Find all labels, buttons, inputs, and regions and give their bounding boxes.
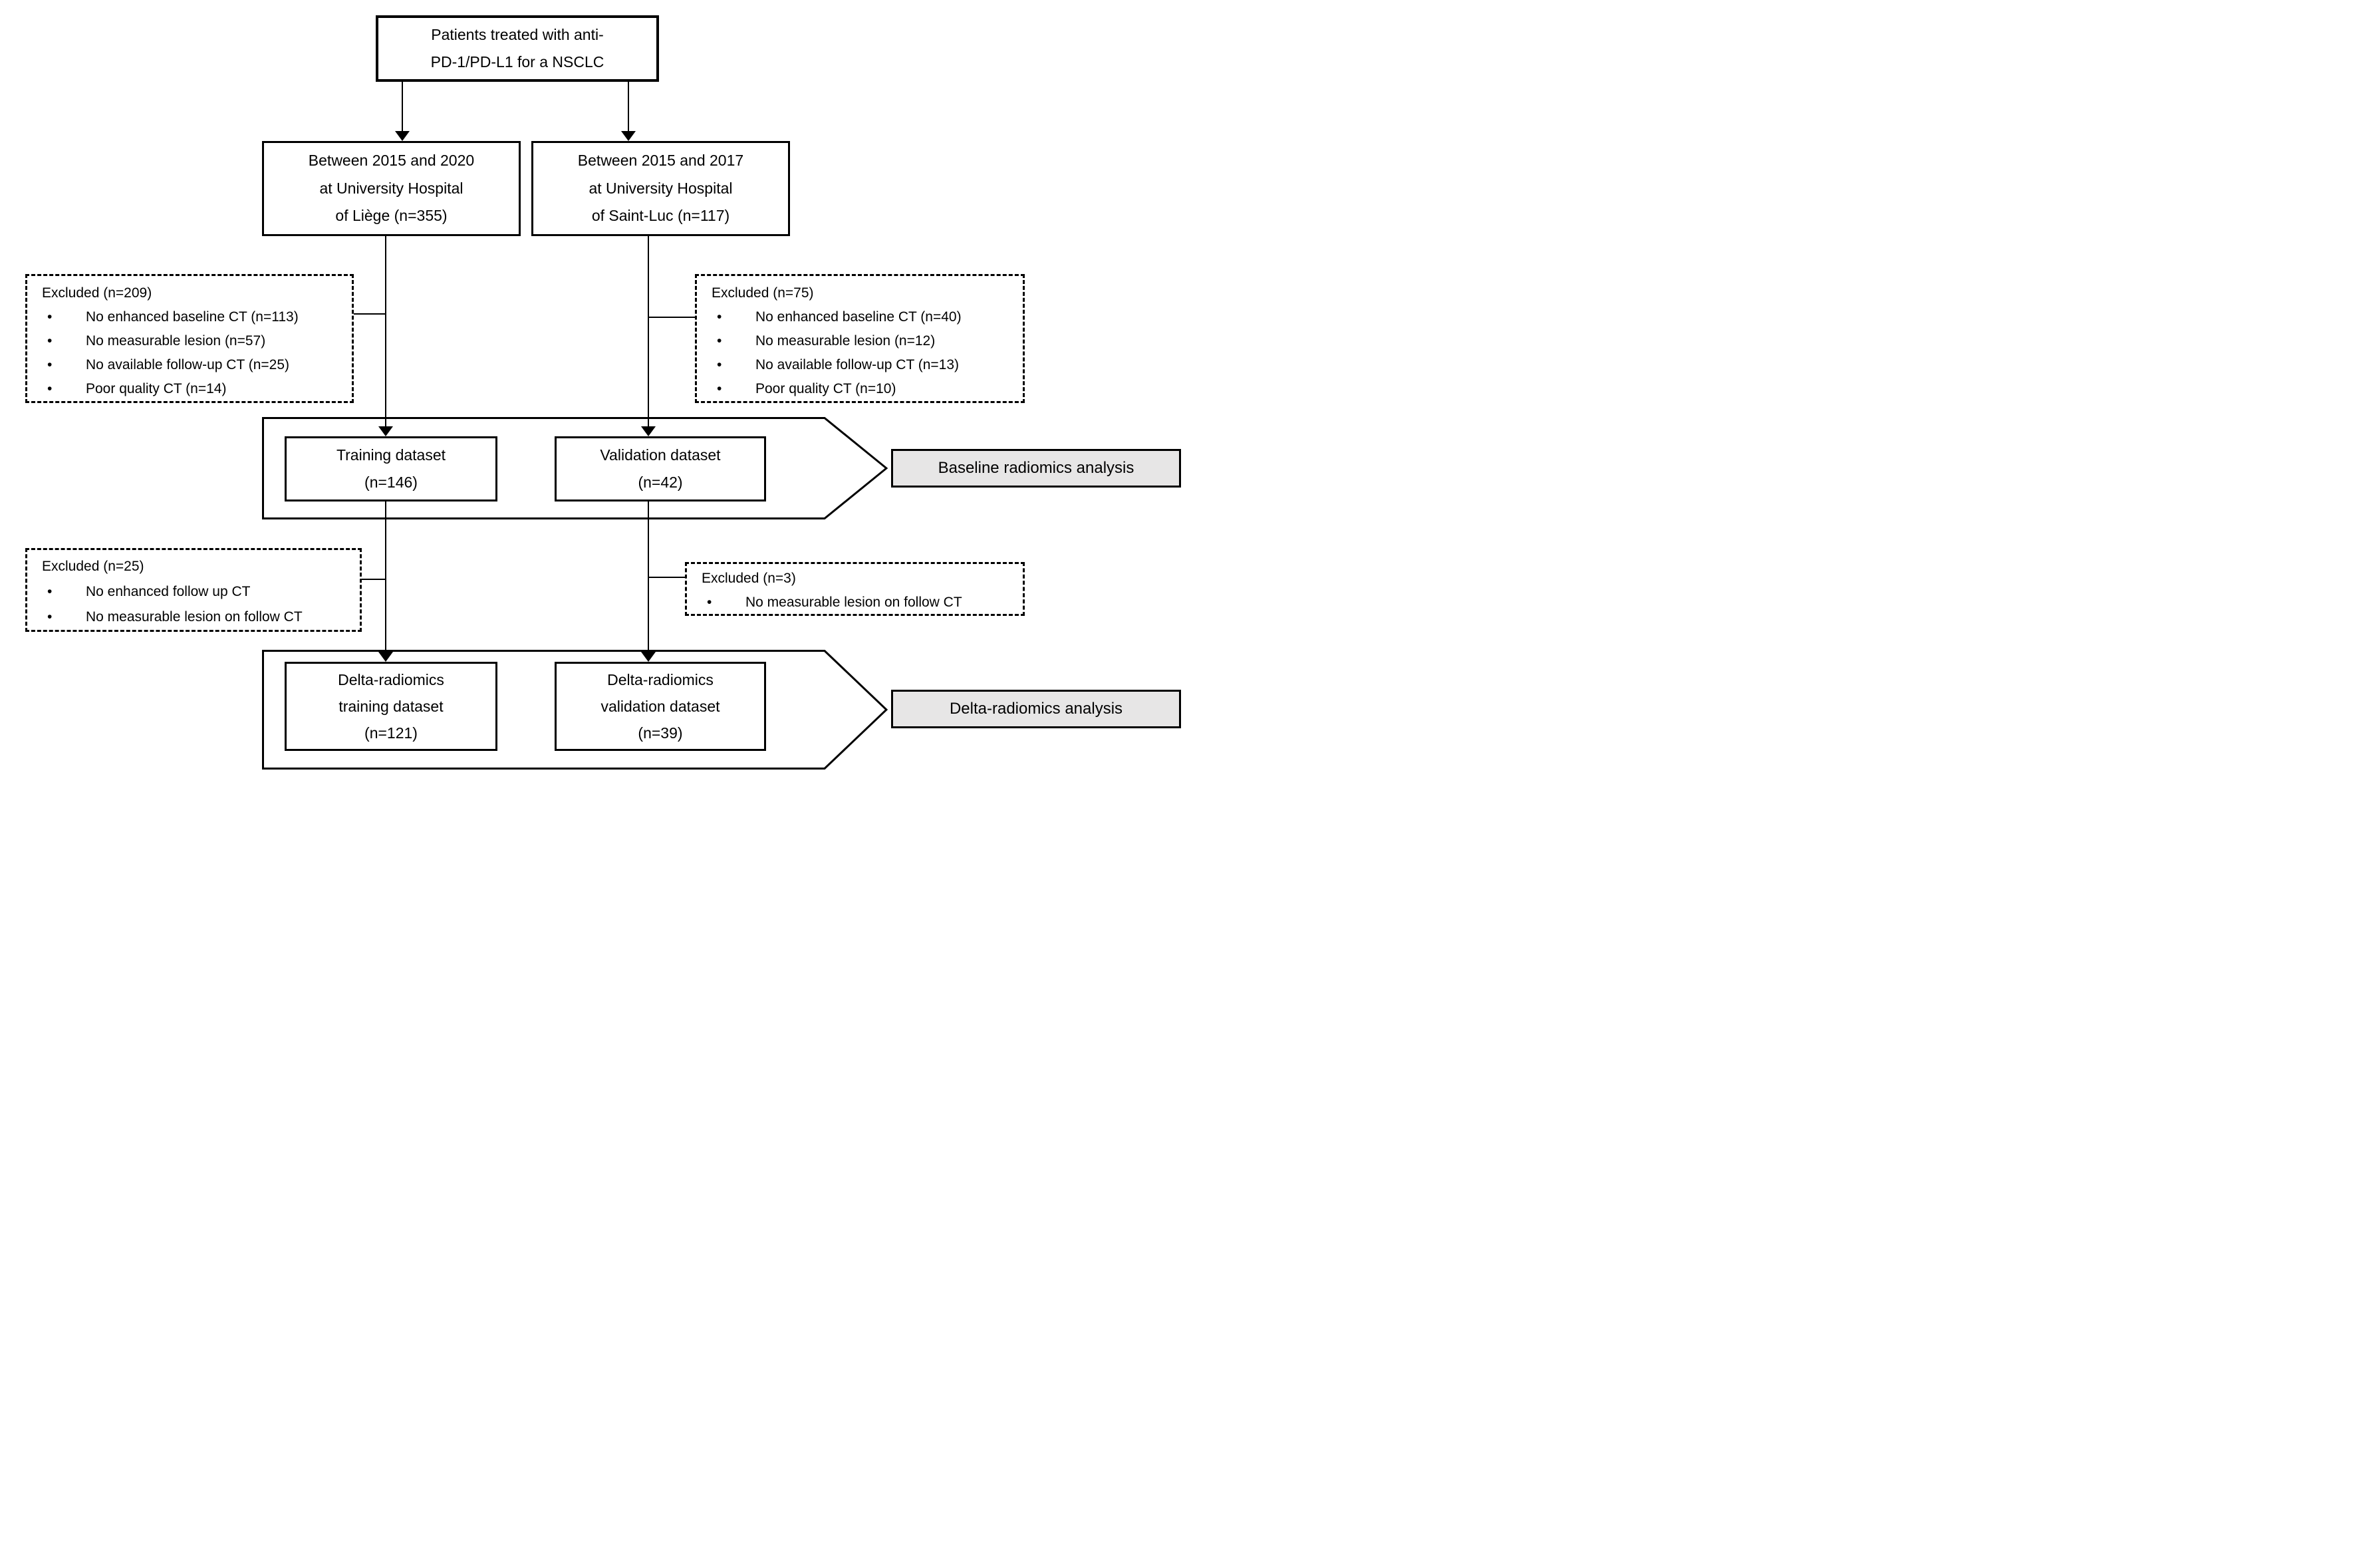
flow-connector-training-to-delta-training [385,501,386,653]
patient-flow-diagram: Patients treated with anti- PD-1/PD-L1 f… [0,0,1190,784]
arrow-down-icon [641,652,656,662]
exclusion-item: No measurable lesion (n=12) [697,329,1016,353]
delta-validation-dataset-box: Delta-radiomics validation dataset (n=39… [555,662,766,751]
cohort-liege-box: Between 2015 and 2020 at University Hosp… [262,141,521,236]
delta-exclusion-right-box: Excluded (n=3) No measurable lesion on f… [685,562,1025,616]
exclusion-connector-baseline-right [648,317,695,318]
flow-connector-liege-to-training [385,236,386,428]
baseline-analysis-label: Baseline radiomics analysis [891,449,1181,488]
baseline-exclusion-left-box: Excluded (n=209) No enhanced baseline CT… [25,274,354,403]
exclusion-title: Excluded (n=75) [712,285,814,301]
exclusion-title: Excluded (n=209) [42,285,152,301]
delta-analysis-label: Delta-radiomics analysis [891,690,1181,728]
exclusion-item: No enhanced baseline CT (n=40) [697,305,1016,329]
flow-connector-source-to-liege [402,82,403,132]
exclusion-connector-baseline-left [354,313,386,315]
validation-dataset-box: Validation dataset (n=42) [555,436,766,501]
flow-connector-saintluc-to-validation [648,236,649,428]
exclusion-item: No available follow-up CT (n=13) [697,353,1016,377]
exclusion-title: Excluded (n=25) [42,559,144,574]
exclusion-connector-delta-left [362,579,386,580]
arrow-down-icon [378,426,393,436]
exclusion-item: Poor quality CT (n=14) [27,377,345,401]
cohort-saintluc-box: Between 2015 and 2017 at University Hosp… [531,141,790,236]
source-population-box: Patients treated with anti- PD-1/PD-L1 f… [376,15,659,82]
exclusion-item: No measurable lesion on follow CT [27,605,353,630]
training-dataset-box: Training dataset (n=146) [285,436,497,501]
exclusion-item: No enhanced baseline CT (n=113) [27,305,345,329]
exclusion-item: No measurable lesion (n=57) [27,329,345,353]
arrow-down-icon [641,426,656,436]
baseline-exclusion-right-box: Excluded (n=75) No enhanced baseline CT … [695,274,1025,403]
exclusion-connector-delta-right [648,577,685,578]
exclusion-item: Poor quality CT (n=10) [697,377,1016,401]
exclusion-title: Excluded (n=3) [702,571,796,586]
flow-connector-source-to-saintluc [628,82,629,132]
exclusion-item: No available follow-up CT (n=25) [27,353,345,377]
arrow-down-icon [395,131,410,141]
delta-training-dataset-box: Delta-radiomics training dataset (n=121) [285,662,497,751]
exclusion-item: No enhanced follow up CT [27,579,353,605]
exclusion-item: No measurable lesion on follow CT [687,591,1016,615]
arrow-down-icon [378,652,393,662]
delta-exclusion-left-box: Excluded (n=25) No enhanced follow up CT… [25,548,362,632]
arrow-down-icon [621,131,636,141]
